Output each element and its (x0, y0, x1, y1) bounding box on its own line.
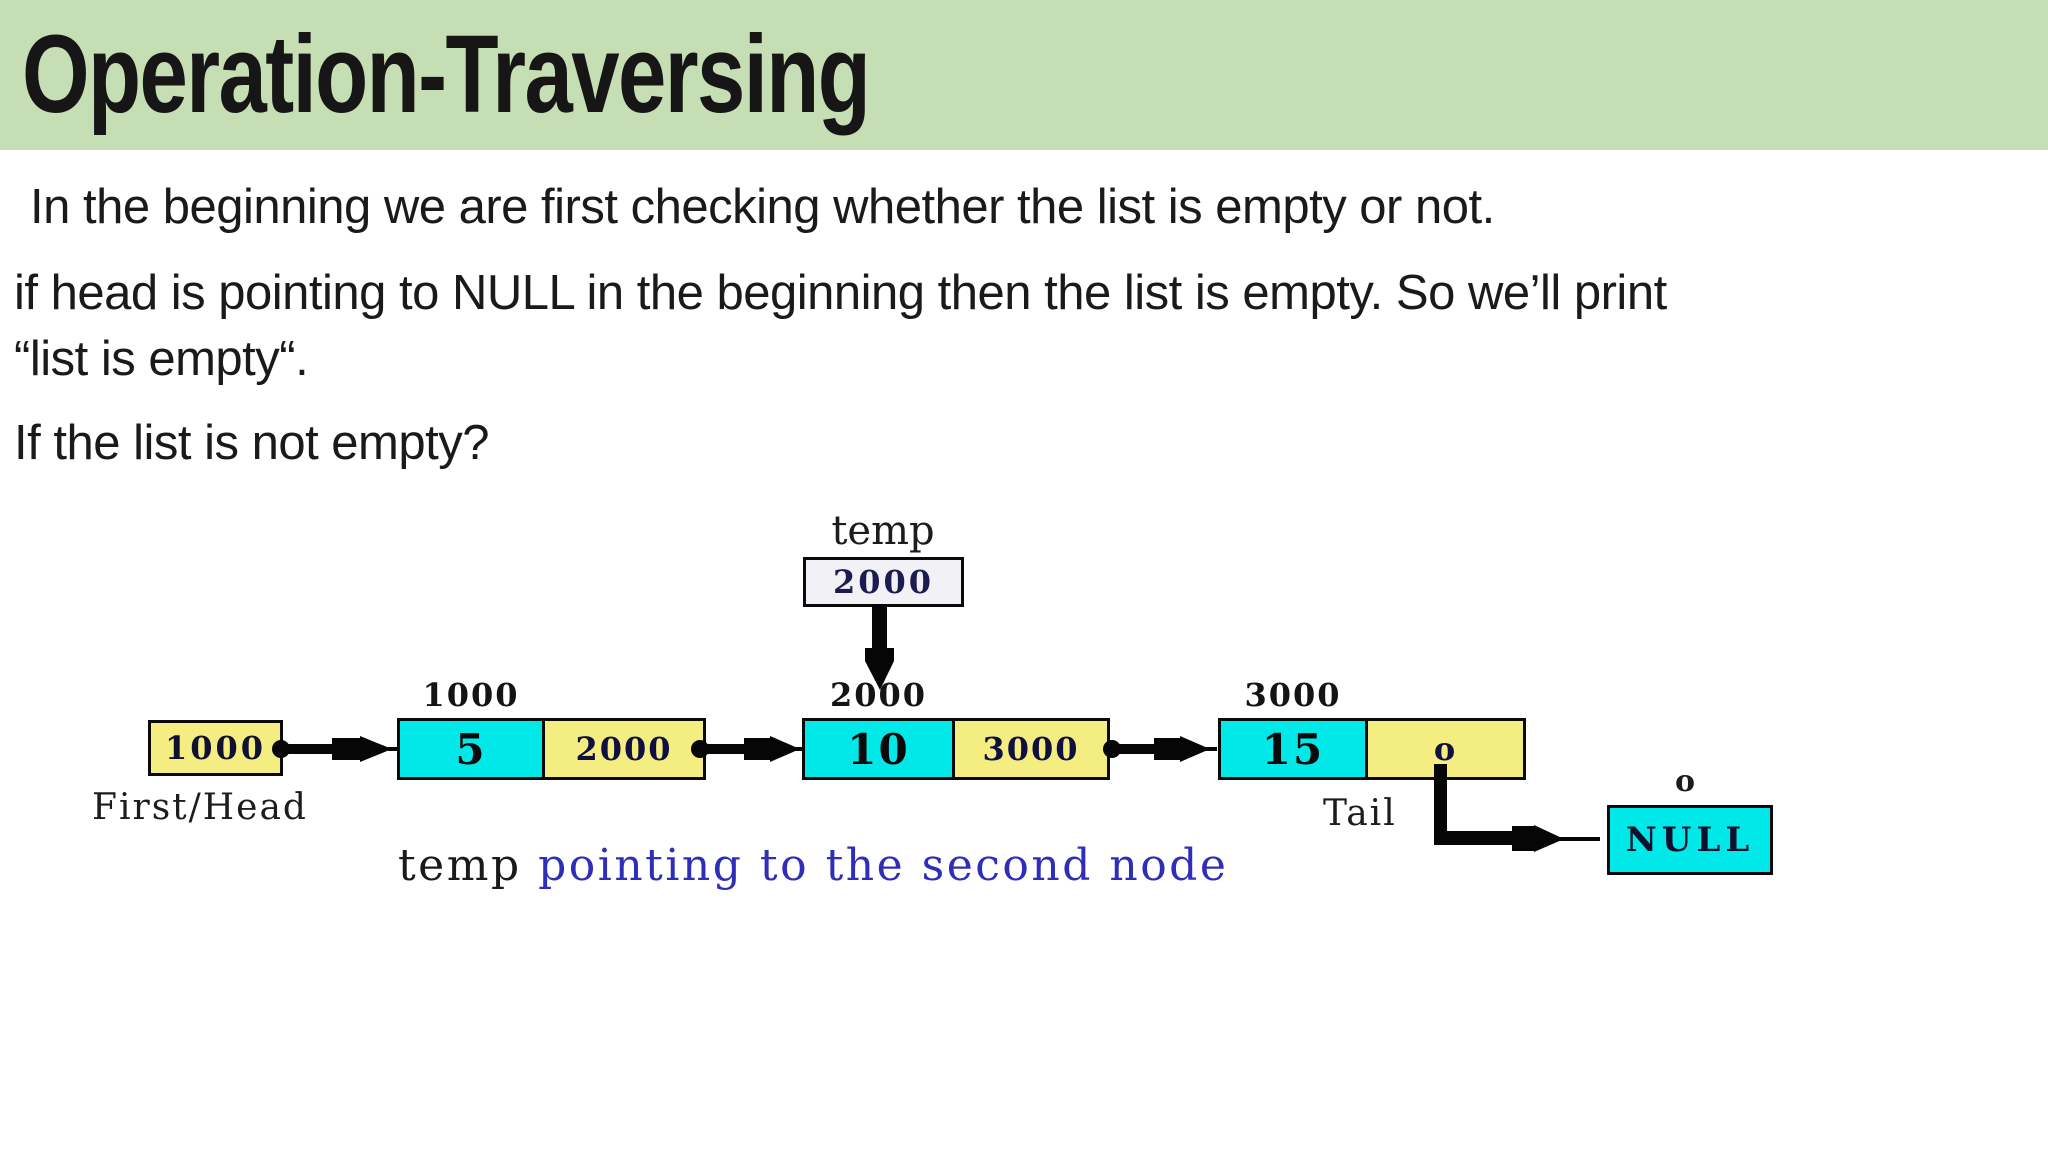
node3-data-cell: 15 (1218, 718, 1368, 780)
node1-data-cell: 5 (397, 718, 545, 780)
node2-data-cell: 10 (802, 718, 955, 780)
arrow-node1-to-node2 (691, 736, 803, 762)
node2-address-label: 2000 (829, 676, 928, 714)
diagram-caption: temp pointing to the second node (398, 840, 1228, 891)
temp-pointer-box: 2000 (803, 557, 964, 607)
node3-address-label: 3000 (1244, 676, 1342, 714)
null-box: NULL (1607, 805, 1773, 875)
first-head-label: First/Head (92, 787, 308, 828)
body-paragraph-3: If the list is not empty? (14, 416, 490, 470)
list-node-3: 15 o (1218, 718, 1526, 780)
arrow-head-to-node1 (272, 736, 399, 762)
body-paragraph-2-line-1: if head is pointing to NULL in the begin… (14, 266, 1667, 320)
temp-pointer-label: temp (831, 508, 935, 554)
list-node-2: 10 3000 (802, 718, 1110, 780)
null-box-label-above: o (1674, 764, 1695, 799)
body-paragraph-1: In the beginning we are first checking w… (30, 180, 1495, 234)
caption-rest-text: pointing to the second node (521, 840, 1229, 891)
caption-temp-word: temp (398, 840, 522, 891)
head-pointer-box: 1000 (148, 720, 283, 776)
node1-address-label: 1000 (422, 676, 520, 714)
node3-next-cell: o (1365, 718, 1526, 780)
arrow-node2-to-node3 (1103, 736, 1217, 762)
page-title: Operation-Traversing (22, 13, 871, 136)
node1-next-cell: 2000 (542, 718, 706, 780)
list-node-1: 5 2000 (397, 718, 706, 780)
tail-label: Tail (1323, 793, 1397, 834)
title-bar: Operation-Traversing (0, 0, 2048, 150)
node2-next-cell: 3000 (952, 718, 1110, 780)
body-paragraph-2-line-2: “list is empty“. (14, 332, 309, 386)
